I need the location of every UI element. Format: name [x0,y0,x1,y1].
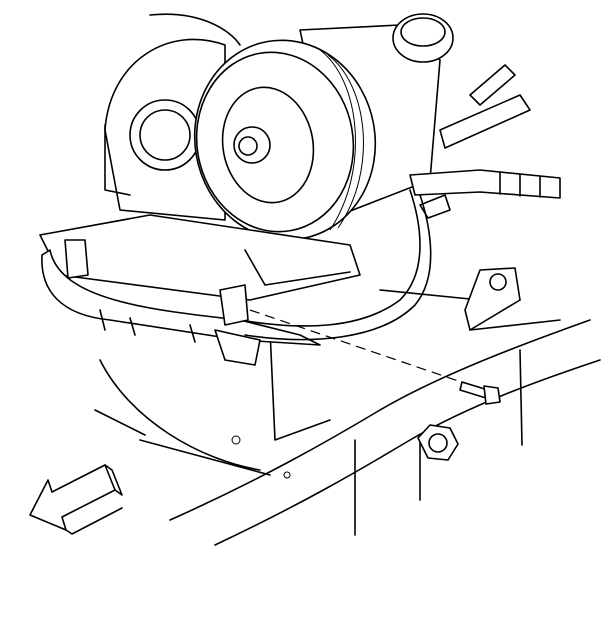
pump-housing [104,13,241,221]
frame-bracket [464,267,521,331]
nut [417,424,459,461]
mounting-bracket [39,124,361,301]
hoses [409,64,561,219]
wiring-harness [41,189,432,366]
pump-pulley [193,39,377,241]
alignment-line [249,309,471,386]
bolt [459,381,501,405]
front-direction-arrow-icon [29,464,123,535]
